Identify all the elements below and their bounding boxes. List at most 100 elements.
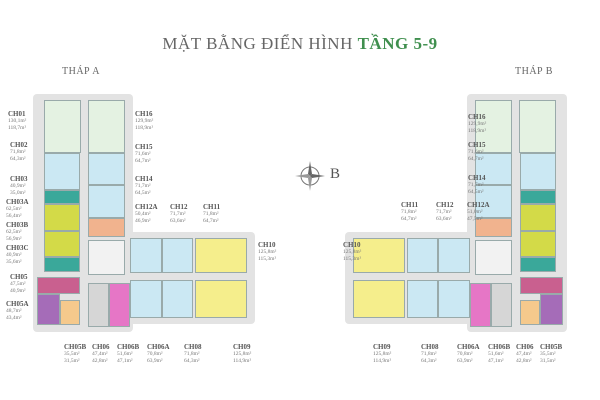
- tower-b-unit-ch11[interactable]: [407, 238, 438, 273]
- tower-a-unit-ch03a[interactable]: [44, 204, 80, 231]
- unit-area-gross: 62,5m²: [6, 229, 22, 235]
- unit-area-gross: 71,8m²: [184, 351, 200, 357]
- unit-area-gross: 71,7m²: [135, 183, 151, 189]
- unit-code: CH09: [373, 343, 391, 351]
- tower-b-unit-ch03[interactable]: [520, 190, 556, 204]
- tower-b-unit-ch01[interactable]: [519, 100, 556, 153]
- tower-b-unit-ch02[interactable]: [520, 153, 556, 190]
- unit-area-net: 64,7m²: [203, 217, 219, 224]
- tower-a-unit-ch02[interactable]: [44, 153, 80, 190]
- tower-a-unit-ch06b[interactable]: [109, 283, 130, 327]
- unit-area-gross: 40,9m²: [10, 183, 26, 189]
- tower-a-unit-ch01[interactable]: [44, 100, 81, 153]
- unit-area-net: 47,1m²: [488, 357, 504, 364]
- tower-a-unit-ch15[interactable]: [88, 153, 125, 185]
- tower-b-unit-ch08[interactable]: [407, 280, 438, 318]
- unit-area-gross: 71,8m²: [10, 149, 26, 155]
- unit-area-gross: 51,6m²: [488, 351, 504, 357]
- unit-area-gross: 70,8m²: [457, 351, 473, 357]
- tower-a-unit-ch12[interactable]: [130, 238, 162, 273]
- tower-b-unit-ch05a[interactable]: [540, 294, 563, 325]
- unit-area-gross: 129,9m²: [135, 118, 154, 124]
- unit-area-net: 47,5m²: [467, 215, 483, 222]
- unit-code: CH12A: [467, 201, 490, 209]
- unit-area-gross: 125,8m²: [373, 351, 392, 357]
- tower-a-unit-ch05a[interactable]: [37, 294, 60, 325]
- tower-b-unit-ch12[interactable]: [438, 238, 470, 273]
- unit-area-gross: 70,8m²: [147, 351, 163, 357]
- unit-code: CH14: [135, 175, 153, 183]
- tower-a-unit-ch10[interactable]: [195, 238, 247, 273]
- tower-b-unit-ch03b[interactable]: [520, 231, 556, 257]
- tower-a-unit-ch16[interactable]: [88, 100, 125, 153]
- compass-icon: [295, 161, 325, 191]
- unit-code: CH15: [135, 143, 153, 151]
- unit-code: CH01: [8, 110, 26, 118]
- tower-a-unit-ch03b[interactable]: [44, 231, 80, 257]
- unit-code: CH05B: [64, 343, 87, 351]
- tower-a-unit-ch05b[interactable]: [60, 300, 80, 325]
- tower-a-unit-ch14[interactable]: [88, 185, 125, 218]
- unit-code: CH16: [135, 110, 153, 118]
- tower-b-unit-ch03c[interactable]: [520, 257, 556, 272]
- unit-area-net: 63,9m²: [457, 357, 473, 364]
- tower-b-unit-ch05[interactable]: [520, 277, 563, 294]
- unit-area-net: 64,5m²: [468, 188, 484, 195]
- tower-b-unit-ch09[interactable]: [353, 280, 405, 318]
- unit-area-net: 47,1m²: [117, 357, 133, 364]
- unit-code: CH12: [436, 201, 454, 209]
- unit-area-gross: 35,5m²: [540, 351, 556, 357]
- tower-b-unit-ch06b[interactable]: [470, 283, 491, 327]
- unit-code: CH06B: [117, 343, 140, 351]
- unit-area-gross: 48,7m²: [6, 308, 22, 314]
- tower-b-unit-ch06a[interactable]: [438, 280, 470, 318]
- tower-b-unit-ch14[interactable]: [475, 185, 512, 218]
- tower-a-unit-ch06[interactable]: [88, 283, 109, 327]
- compass-direction-label: B: [330, 166, 341, 182]
- tower-b-unit-ch16[interactable]: [475, 100, 512, 153]
- tower-a-unit-ch08[interactable]: [162, 280, 193, 318]
- tower-b-unit-ch06[interactable]: [491, 283, 512, 327]
- unit-area-gross: 51,6m²: [117, 351, 133, 357]
- tower-a-unit-ch12a[interactable]: [88, 218, 125, 237]
- unit-code: CH05A: [6, 300, 29, 308]
- title-floor-range: TẦNG 5-9: [357, 34, 438, 53]
- unit-area-gross: 125,8m²: [343, 249, 362, 255]
- tower-b-unit-ch12a[interactable]: [475, 218, 512, 237]
- title-main: MẶT BẰNG ĐIỂN HÌNH: [162, 34, 353, 53]
- unit-area-net: 31,5m²: [64, 357, 80, 364]
- tower-a-unit-ch09[interactable]: [195, 280, 247, 318]
- unit-area-net: 64,7m²: [401, 215, 417, 222]
- tower-a-unit-ch03c[interactable]: [44, 257, 80, 272]
- tower-b-unit-ch15[interactable]: [475, 153, 512, 185]
- tower-b-label: THÁP B: [515, 66, 553, 77]
- unit-code: CH11: [401, 201, 419, 209]
- unit-area-net: 115,3m²: [343, 255, 362, 262]
- tower-a-unit-ch05[interactable]: [37, 277, 80, 294]
- unit-area-net: 64,7m²: [468, 155, 484, 162]
- tower-b-unit-ch03a[interactable]: [520, 204, 556, 231]
- tower-a-unit-ch06a[interactable]: [130, 280, 162, 318]
- unit-area-net: 31,5m²: [540, 357, 556, 364]
- tower-a-unit-stairs: [88, 240, 125, 275]
- tower-a-unit-ch11[interactable]: [162, 238, 193, 273]
- unit-area-net: 114,9m²: [373, 357, 392, 364]
- unit-area-net: 118,9m²: [135, 124, 154, 131]
- tower-a-unit-ch03[interactable]: [44, 190, 80, 204]
- tower-b-unit-ch10[interactable]: [353, 238, 405, 273]
- unit-area-gross: 129,9m²: [468, 121, 487, 127]
- tower-b-unit-ch05b[interactable]: [520, 300, 540, 325]
